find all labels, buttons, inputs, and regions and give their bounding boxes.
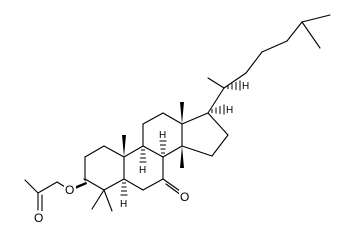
h-label-c17: H	[226, 105, 233, 116]
h-label-c8: H	[159, 130, 166, 141]
ring-c-bonds	[142, 112, 183, 158]
angular-methyl-c10	[122, 135, 126, 157]
atom-label-o-ketone: O	[180, 190, 189, 204]
acetate-group	[24, 178, 87, 213]
methyl-c14-alpha	[180, 146, 184, 168]
ketone-bond	[162, 178, 182, 196]
h-label-c5: H	[120, 199, 127, 210]
hashed-h-bonds	[120, 80, 241, 196]
ring-b-bonds	[123, 145, 164, 191]
atom-label-o-acetate-carbonyl: O	[34, 211, 43, 225]
ring-a-bonds	[84, 145, 125, 191]
atom-label-o-ester: O	[65, 183, 74, 197]
angular-methyl-c13	[180, 102, 184, 124]
h-label-c20: H	[242, 81, 249, 92]
gem-dimethyl-c4	[91, 189, 113, 212]
side-chain	[207, 14, 331, 114]
h-label-c9: H	[139, 165, 146, 176]
ring-d-bonds	[181, 112, 229, 157]
